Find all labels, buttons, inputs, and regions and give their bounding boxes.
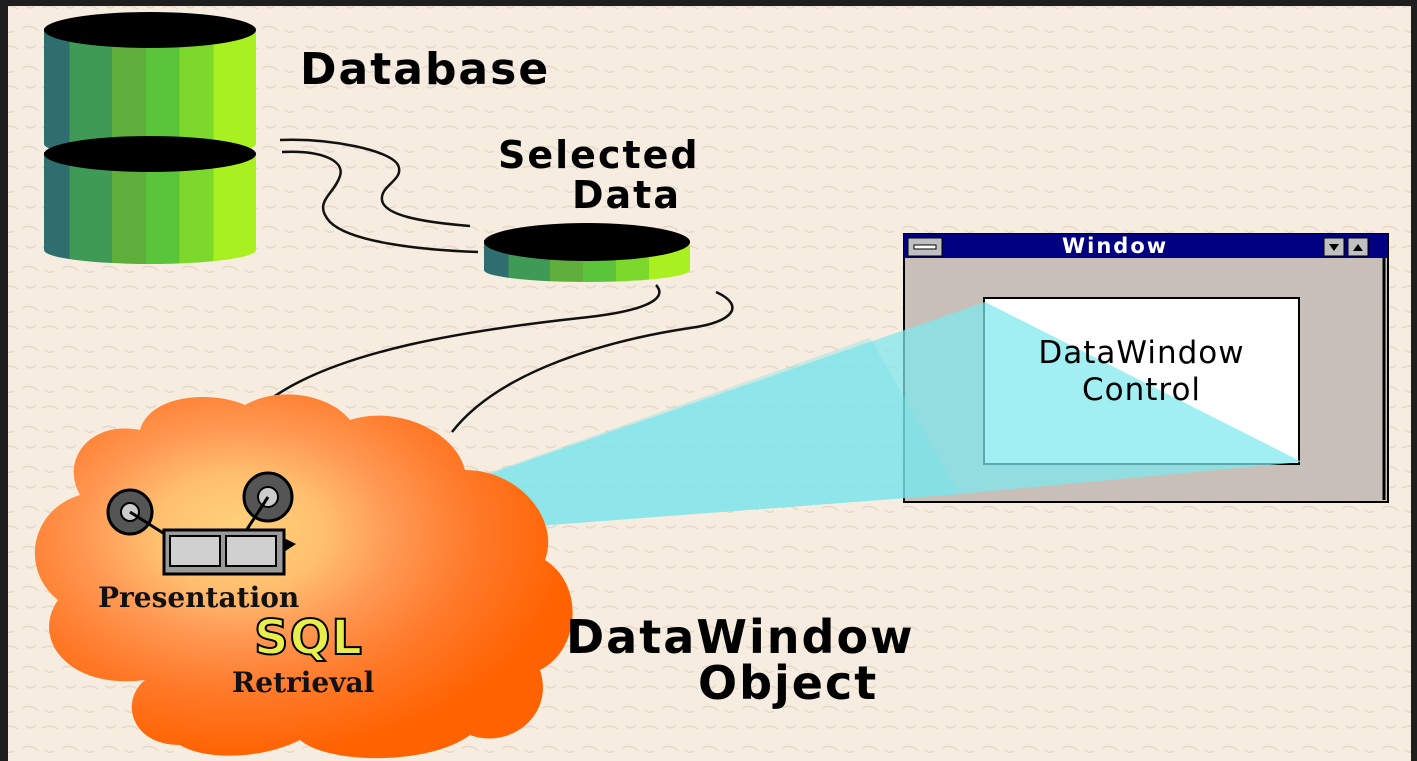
sql-label: SQL [253, 610, 363, 666]
selected-data-label-line1: Selected [498, 133, 700, 177]
presentation-label: Presentation [98, 581, 300, 614]
film-projector-icon [106, 471, 296, 576]
window-title: Window [1062, 234, 1169, 258]
datawindow-object-label-line1: DataWindow [566, 610, 915, 664]
control-label-line1: DataWindow [1038, 335, 1245, 371]
selected-data-label-line2: Data [572, 173, 681, 217]
database-cylinder-icon [44, 12, 256, 264]
datawindow-object-label-line2: Object [698, 656, 879, 710]
retrieval-label: Retrieval [232, 666, 375, 699]
datawindow-object-cloud [34, 394, 573, 759]
data-disk-icon [484, 223, 690, 282]
control-label-line2: Control [1081, 372, 1202, 408]
flow-lines-object [271, 284, 734, 433]
projection-beam [285, 302, 1302, 545]
flow-lines-database [279, 138, 479, 254]
database-label: Database [300, 44, 551, 95]
window-title-bar [904, 234, 1388, 258]
datawindow-control-label: DataWindow Control [968, 335, 1315, 409]
